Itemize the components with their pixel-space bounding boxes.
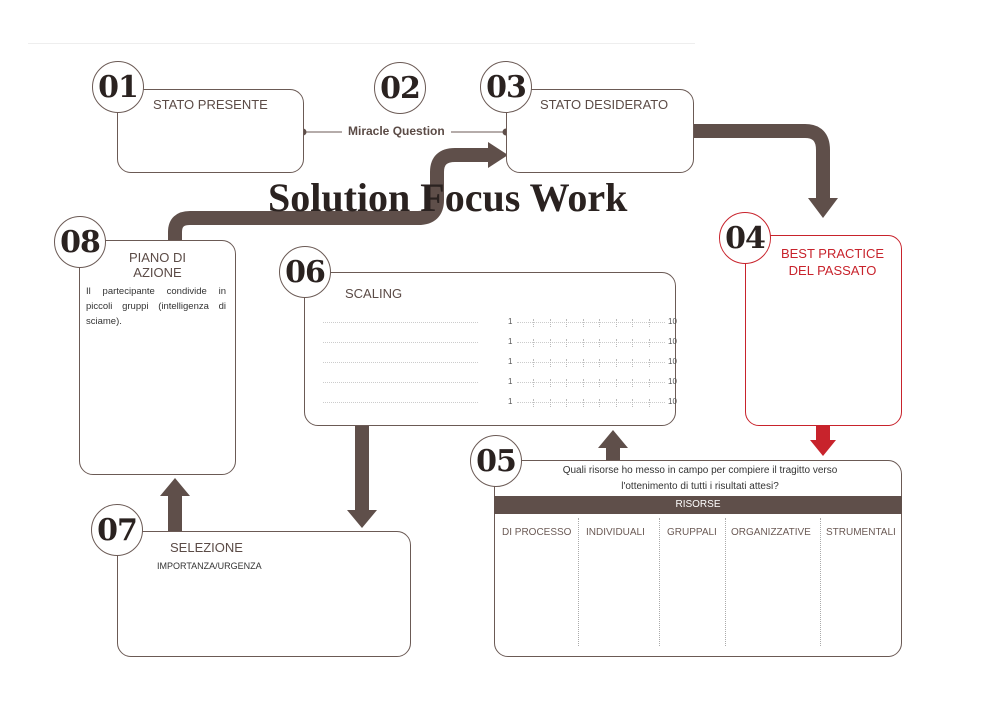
scale-tick	[582, 359, 584, 367]
stato-presente-label: STATO PRESENTE	[153, 97, 268, 112]
scale-tick	[632, 359, 634, 367]
scale-tick	[549, 339, 551, 347]
selezione-label: SELEZIONE	[170, 540, 243, 555]
step-number-05: 05	[470, 435, 522, 487]
scale-tick	[533, 399, 535, 407]
step-number-08: 08	[54, 216, 106, 268]
column-individuali: INDIVIDUALI	[586, 527, 645, 538]
column-divider	[820, 518, 821, 646]
scale-tick	[648, 379, 650, 387]
scale-tick	[549, 399, 551, 407]
arrow-03-to-04	[693, 124, 830, 200]
scale-tick	[533, 379, 535, 387]
column-divider	[725, 518, 726, 646]
scale-tick	[648, 359, 650, 367]
scale-tick	[533, 359, 535, 367]
column-strumentali: STRUMENTALI	[826, 527, 896, 538]
box-selezione	[117, 531, 411, 657]
scale-tick	[533, 339, 535, 347]
arrowhead-03	[488, 142, 508, 168]
scale-tick	[549, 319, 551, 327]
question-line1: Quali risorse ho messo in campo per comp…	[562, 465, 838, 476]
scale-tick	[582, 379, 584, 387]
scale-tick	[533, 319, 535, 327]
column-organizzative: ORGANIZZATIVE	[731, 527, 811, 538]
best-practice-line2: DEL PASSATO	[788, 263, 877, 278]
scale-tick	[599, 379, 601, 387]
box-risorse	[494, 460, 902, 657]
scale-tick	[615, 339, 617, 347]
column-gruppali: GRUPPALI	[667, 527, 717, 538]
scale-tick	[566, 359, 568, 367]
scale-tick	[566, 339, 568, 347]
arrowhead-08	[160, 478, 190, 496]
question-line2: l'ottenimento di tutti i risultati attes…	[621, 481, 779, 492]
box-stato-desiderato	[506, 89, 694, 173]
piano-line1: PIANO DI	[128, 250, 187, 265]
scale-tick	[549, 359, 551, 367]
piano-di-azione-label: PIANO DI AZIONE	[110, 250, 205, 280]
step-number-01: 01	[92, 61, 144, 113]
step-number-03: 03	[480, 61, 532, 113]
scale-tick	[615, 359, 617, 367]
scale-tick	[615, 319, 617, 327]
step-number-04: 04	[719, 212, 771, 264]
risorse-header-bar: RISORSE	[494, 496, 902, 514]
risorse-question: Quali risorse ho messo in campo per comp…	[520, 463, 880, 495]
best-practice-label: BEST PRACTICE DEL PASSATO	[770, 245, 895, 279]
scaling-label: SCALING	[345, 286, 403, 301]
piano-line2: AZIONE	[133, 265, 182, 280]
scale-tick	[582, 319, 584, 327]
box-best-practice	[745, 235, 902, 426]
scale-tick	[599, 319, 601, 327]
arrowhead-06	[598, 430, 628, 448]
scale-tick	[582, 399, 584, 407]
scale-tick	[582, 339, 584, 347]
miracle-question-label: Miracle Question	[342, 124, 451, 138]
page-title: Solution Focus Work	[268, 175, 628, 220]
top-rule	[28, 43, 695, 44]
arrow-08-to-03	[168, 148, 490, 242]
step-number-02: 02	[374, 62, 426, 114]
scale-tick	[632, 319, 634, 327]
scale-tick	[615, 399, 617, 407]
scale-tick	[648, 339, 650, 347]
column-divider	[578, 518, 579, 646]
scale-tick	[599, 339, 601, 347]
scale-tick	[615, 379, 617, 387]
scale-tick	[632, 399, 634, 407]
step-number-06: 06	[279, 246, 331, 298]
scale-tick	[632, 339, 634, 347]
scale-tick	[549, 379, 551, 387]
scale-tick	[566, 379, 568, 387]
scale-tick	[648, 399, 650, 407]
step-number-07: 07	[91, 504, 143, 556]
scale-tick	[599, 359, 601, 367]
box-stato-presente	[117, 89, 304, 173]
arrowhead-07	[347, 510, 377, 528]
column-di-processo: DI PROCESSO	[502, 527, 572, 538]
scale-tick	[599, 399, 601, 407]
box-piano-di-azione	[79, 240, 236, 475]
scale-tick	[632, 379, 634, 387]
scale-tick	[566, 399, 568, 407]
best-practice-line1: BEST PRACTICE	[780, 246, 885, 261]
selezione-sublabel: IMPORTANZA/URGENZA	[157, 561, 262, 571]
scale-tick	[566, 319, 568, 327]
column-divider	[659, 518, 660, 646]
stato-desiderato-label: STATO DESIDERATO	[540, 97, 669, 112]
scale-tick	[648, 319, 650, 327]
arrowhead-04	[808, 198, 838, 218]
piano-description: Il partecipante condivide in piccoli gru…	[86, 286, 226, 327]
